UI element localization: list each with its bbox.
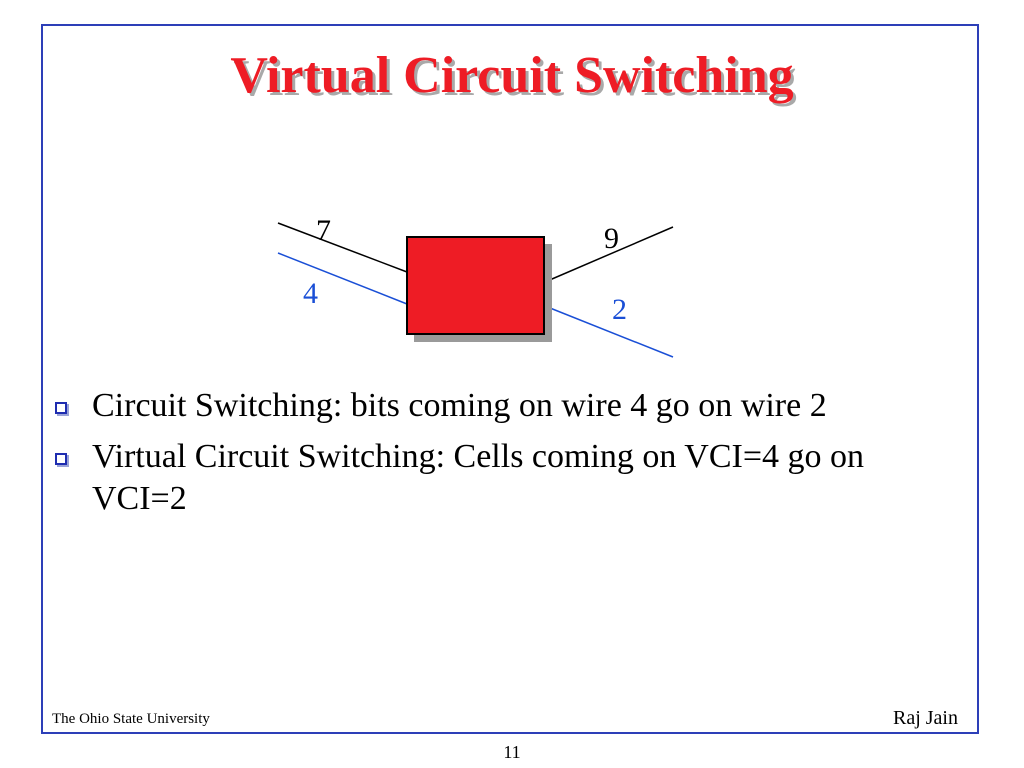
slide-border [41, 24, 979, 734]
square-bullet-icon [55, 453, 67, 465]
label-top-left: 7 [316, 214, 331, 247]
bullet-text: Circuit Switching: bits coming on wire 4… [92, 387, 827, 424]
footer-institution: The Ohio State University [52, 711, 210, 727]
wire-bottom-left [277, 252, 408, 305]
label-bottom-left: 4 [303, 277, 318, 310]
bullet-item: Circuit Switching: bits coming on wire 4… [55, 385, 965, 427]
slide-title: Virtual Circuit Switching [230, 47, 794, 104]
page-number: 11 [503, 742, 521, 762]
label-bottom-right: 2 [612, 293, 627, 326]
square-bullet-icon [55, 402, 67, 414]
label-top-right: 9 [604, 222, 619, 255]
bullet-text: Virtual Circuit Switching: Cells coming … [92, 438, 865, 517]
switch-box [406, 236, 545, 335]
footer-author: Raj Jain [893, 707, 958, 729]
wire-top-right [544, 226, 674, 283]
bullet-item: Virtual Circuit Switching: Cells coming … [55, 436, 965, 520]
bullet-list: Circuit Switching: bits coming on wire 4… [55, 385, 965, 529]
wire-bottom-right [544, 305, 674, 358]
switch-diagram: 7 4 9 2 [277, 214, 674, 358]
wire-top-left [277, 222, 408, 273]
